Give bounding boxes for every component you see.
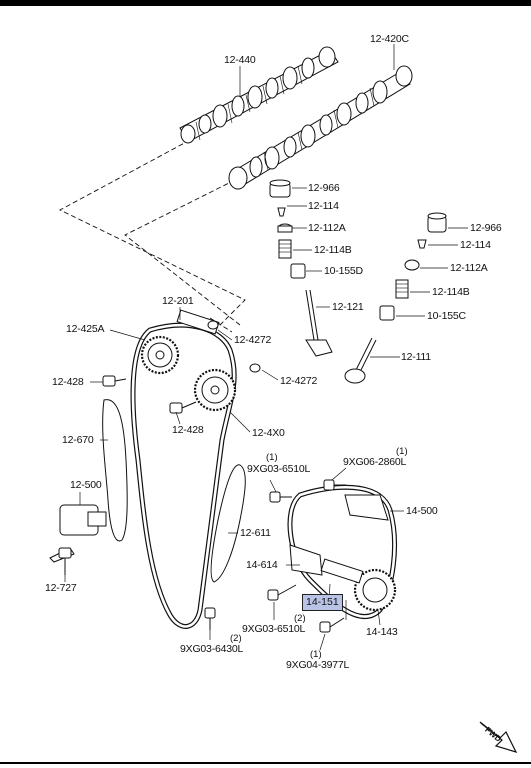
label-9xg03-6430l: 9XG03-6430L	[180, 643, 244, 655]
valve-stack-right	[344, 212, 447, 384]
quantity-1-bottom: (1)	[310, 649, 322, 660]
label-12-4272-upper: 12-4272	[234, 334, 272, 346]
bottom-border	[0, 762, 531, 764]
timing-chain	[130, 322, 237, 629]
dashed-guide-lines	[59, 139, 246, 333]
label-12-670: 12-670	[62, 434, 94, 446]
label-12-611: 12-611	[240, 527, 271, 539]
camshaft-exhaust	[228, 65, 413, 190]
label-12-428-lower: 12-428	[172, 424, 204, 436]
label-14-143: 14-143	[366, 626, 398, 638]
label-12-112a-left: 12-112A	[308, 222, 346, 234]
label-12-966-right: 12-966	[470, 222, 502, 234]
label-12-114-left: 12-114	[308, 200, 339, 212]
quantity-1-upper: (1)	[266, 452, 278, 463]
chain-guide-left	[102, 399, 246, 583]
label-9xg06-2860l: 9XG06-2860L	[343, 456, 407, 468]
label-12-966-left: 12-966	[308, 182, 340, 194]
fwd-arrow-icon	[479, 721, 518, 753]
label-12-121: 12-121	[332, 301, 364, 313]
cam-sprockets	[140, 309, 261, 412]
label-9xg04-3977l: 9XG04-3977L	[286, 659, 350, 671]
label-12-425a: 12-425A	[66, 323, 105, 335]
camshaft-intake	[179, 46, 339, 144]
label-14-151-highlighted: 14-151	[302, 594, 343, 611]
chain-tensioner	[49, 504, 107, 563]
leader-lines	[64, 44, 468, 651]
label-14-500: 14-500	[406, 505, 438, 517]
quantity-2-left: (2)	[230, 633, 242, 644]
label-12-500: 12-500	[70, 479, 102, 491]
label-10-155d: 10-155D	[324, 265, 363, 277]
label-12-114-right: 12-114	[460, 239, 491, 251]
label-12-420c: 12-420C	[370, 33, 409, 45]
label-12-4272-lower: 12-4272	[280, 375, 318, 387]
top-border	[0, 0, 531, 6]
label-12-440: 12-440	[224, 54, 256, 66]
label-12-201: 12-201	[162, 295, 194, 307]
quantity-2-middle: (2)	[294, 613, 306, 624]
label-10-155c: 10-155C	[427, 310, 466, 322]
label-12-114b-right: 12-114B	[432, 286, 470, 298]
bolts	[58, 375, 346, 633]
label-12-114b-left: 12-114B	[314, 244, 352, 256]
label-12-727: 12-727	[45, 582, 77, 594]
quantity-1-right: (1)	[396, 446, 408, 457]
label-12-428-left: 12-428	[52, 376, 84, 388]
label-14-614: 14-614	[246, 559, 278, 571]
label-12-111: 12-111	[401, 351, 431, 363]
label-12-112a-right: 12-112A	[450, 262, 488, 274]
label-9xg03-6510l-lower: 9XG03-6510L	[242, 623, 306, 635]
label-9xg03-6510l-upper: 9XG03-6510L	[247, 463, 311, 475]
oil-pump-parts	[289, 494, 397, 612]
valve-stack-left	[269, 179, 333, 357]
label-12-4x0: 12-4X0	[252, 427, 285, 439]
